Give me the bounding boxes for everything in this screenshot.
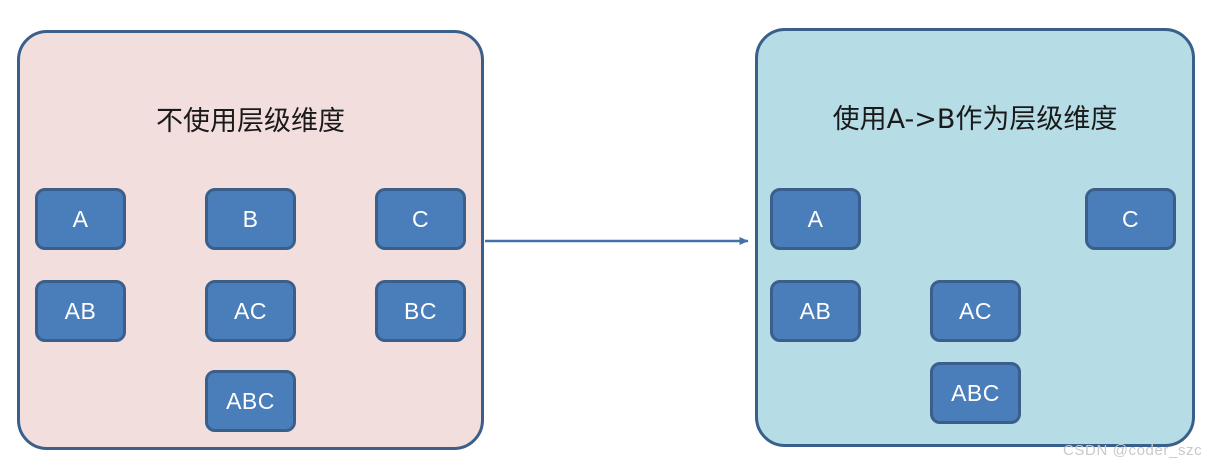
node-label: BC <box>404 297 437 324</box>
node-left-ac: AC <box>205 280 296 342</box>
panel-right-title: 使用A->B作为层级维度 <box>832 104 1118 135</box>
node-label: AC <box>234 297 267 324</box>
node-label: B <box>242 205 259 232</box>
transform-arrow-icon <box>485 237 749 245</box>
node-right-ac: AC <box>930 280 1021 342</box>
node-left-a: A <box>35 188 126 250</box>
node-left-b: B <box>205 188 296 250</box>
node-label: C <box>1121 205 1140 232</box>
node-label: A <box>72 205 89 232</box>
panel-left-title: 不使用层级维度 <box>156 106 345 137</box>
node-label: AB <box>64 297 97 324</box>
node-left-c: C <box>375 188 466 250</box>
node-label: C <box>411 205 430 232</box>
node-right-abc: ABC <box>930 362 1021 424</box>
node-label: ABC <box>226 387 275 414</box>
node-label: AC <box>959 297 992 324</box>
node-right-ab: AB <box>770 280 861 342</box>
node-left-ab: AB <box>35 280 126 342</box>
node-right-c: C <box>1085 188 1176 250</box>
node-left-bc: BC <box>375 280 466 342</box>
node-right-a: A <box>770 188 861 250</box>
node-label: ABC <box>951 379 1000 406</box>
watermark-label: CSDN @coder_szc <box>1063 442 1203 459</box>
node-left-abc: ABC <box>205 370 296 432</box>
node-label: A <box>807 205 824 232</box>
node-label: AB <box>799 297 832 324</box>
